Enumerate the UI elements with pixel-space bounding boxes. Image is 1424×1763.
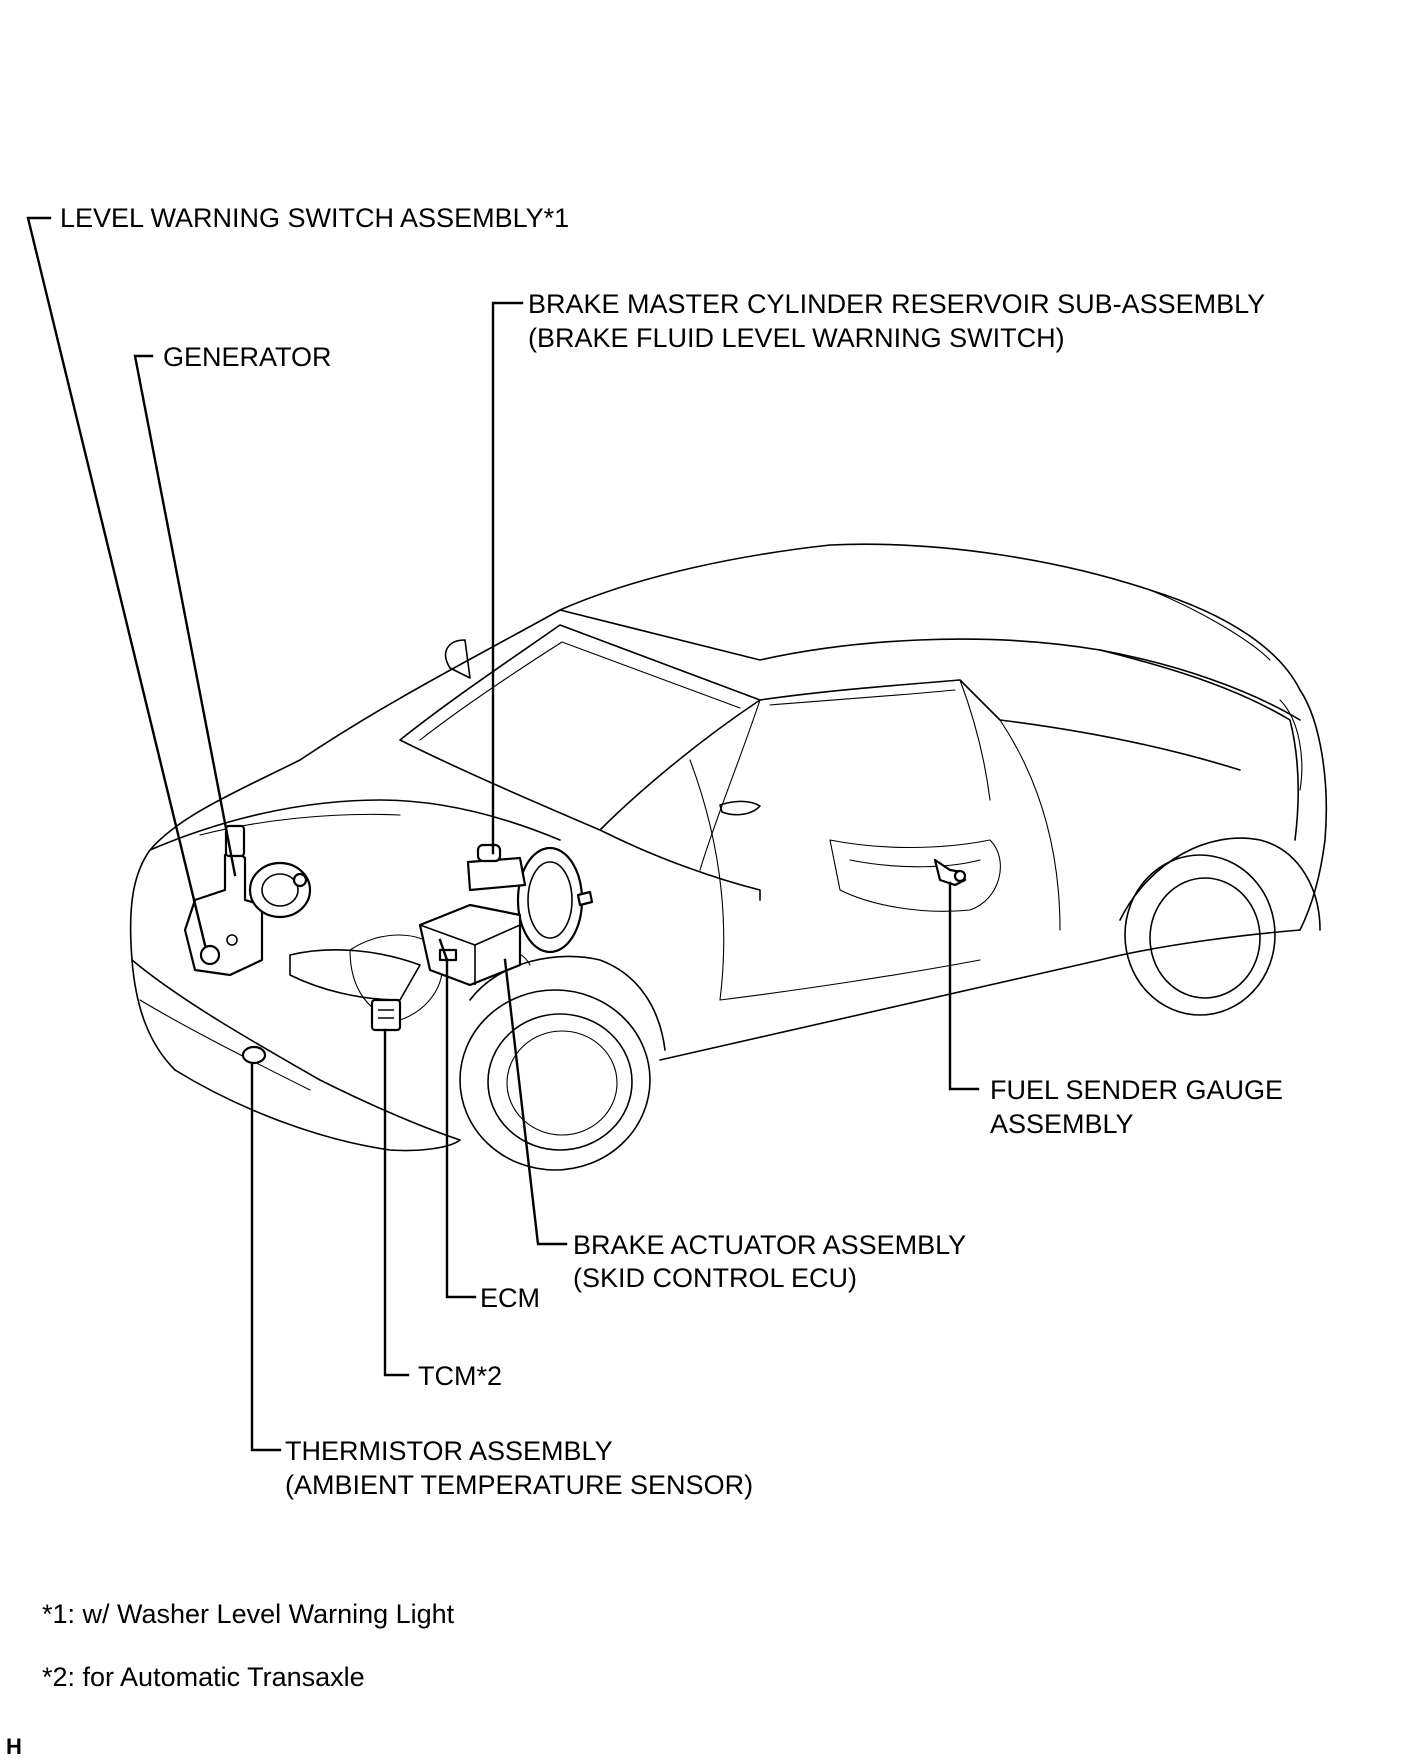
leader-ecm (438, 938, 477, 1299)
leader-brake-master (491, 301, 524, 855)
label-fuel-sender-line2: ASSEMBLY (990, 1109, 1134, 1139)
footnote-2: *2: for Automatic Transaxle (42, 1662, 365, 1692)
label-level-warning-switch: LEVEL WARNING SWITCH ASSEMBLY*1 (60, 203, 569, 233)
fuel-sender-component (933, 858, 967, 887)
corner-tag: H (6, 1734, 22, 1759)
leader-level-warning-switch (26, 216, 207, 947)
label-brake-master-line1: BRAKE MASTER CYLINDER RESERVOIR SUB-ASSE… (528, 289, 1265, 319)
label-ecm: ECM (480, 1283, 540, 1313)
brake-actuator-component (418, 903, 522, 987)
leader-tcm (383, 1028, 410, 1377)
label-fuel-sender-line1: FUEL SENDER GAUGE (990, 1075, 1283, 1105)
label-brake-actuator-line2: (SKID CONTROL ECU) (573, 1263, 857, 1293)
leader-generator (133, 354, 237, 877)
footnote-1: *1: w/ Washer Level Warning Light (42, 1599, 455, 1629)
vehicle-illustration (129, 543, 1328, 1171)
footnotes: *1: w/ Washer Level Warning Light *2: fo… (6, 1599, 455, 1759)
tcm-component (370, 998, 402, 1032)
thermistor-component (241, 1045, 267, 1065)
label-brake-actuator-line1: BRAKE ACTUATOR ASSEMBLY (573, 1230, 966, 1260)
label-brake-master-line2: (BRAKE FLUID LEVEL WARNING SWITCH) (528, 323, 1065, 353)
leader-thermistor (250, 1063, 282, 1452)
brake-master-cylinder-component (466, 843, 594, 954)
label-thermistor-line1: THERMISTOR ASSEMBLY (285, 1436, 613, 1466)
label-generator: GENERATOR (163, 342, 332, 372)
label-tcm: TCM*2 (418, 1361, 502, 1391)
generator-component (248, 861, 312, 919)
label-thermistor-line2: (AMBIENT TEMPERATURE SENSOR) (285, 1470, 753, 1500)
washer-tank-level-switch (183, 824, 264, 977)
leader-brake-actuator (503, 958, 568, 1246)
leader-fuel-sender (948, 881, 980, 1091)
leader-lines (26, 216, 980, 1452)
component-labels: LEVEL WARNING SWITCH ASSEMBLY*1 GENERATO… (60, 203, 1283, 1500)
